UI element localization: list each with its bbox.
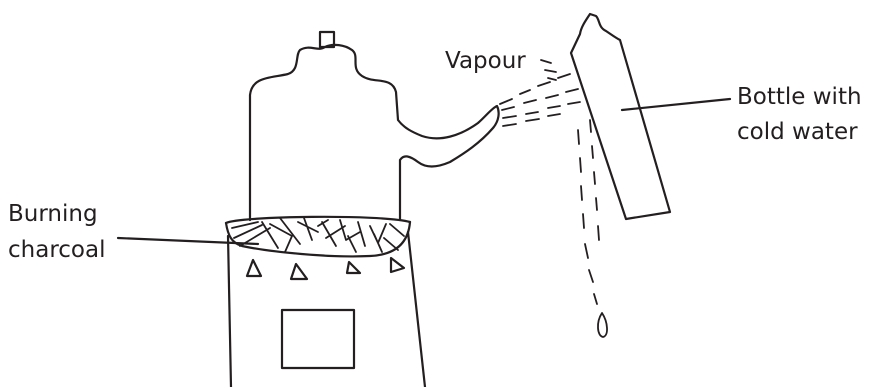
burning-charcoal — [232, 218, 404, 252]
charcoal-label-line1: Burning — [8, 201, 98, 227]
water-drops — [578, 120, 607, 337]
stove-right-wall — [408, 232, 425, 387]
kettle — [250, 32, 499, 220]
charcoal-label-line2: charcoal — [8, 237, 106, 263]
bottle — [571, 14, 670, 219]
vapour-stream — [500, 60, 580, 126]
kettle-body — [250, 45, 499, 220]
stove-door — [282, 310, 354, 368]
air-vent-1 — [247, 260, 261, 276]
charcoal-leader-line — [118, 238, 258, 244]
bottle-leader-line — [622, 99, 730, 110]
vapour-label: Vapour — [445, 48, 526, 74]
bottle-label-line1: Bottle with — [737, 84, 862, 110]
stove-rim — [226, 217, 410, 223]
air-vent-2 — [291, 264, 307, 279]
air-vent-3 — [347, 262, 360, 273]
stove — [226, 217, 425, 387]
stove-left-wall — [228, 236, 231, 387]
air-vent-4 — [391, 258, 404, 272]
bottle-label-line2: cold water — [737, 119, 858, 145]
